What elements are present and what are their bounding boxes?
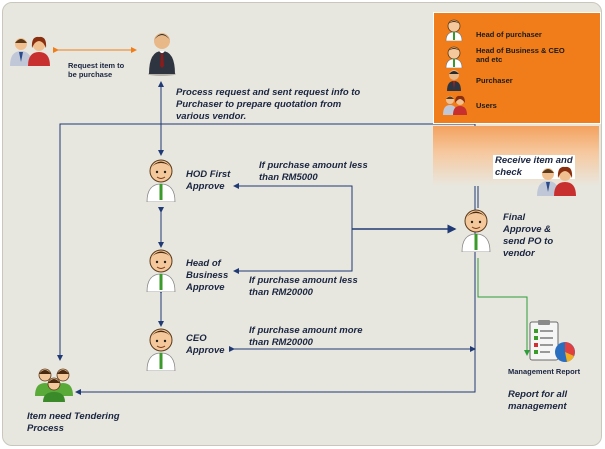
legend-label-purchaser: Purchaser — [476, 76, 513, 85]
ceo-icon — [146, 328, 176, 371]
ceo-label: CEO Approve — [186, 333, 225, 356]
condition-less-20000: If purchase amount less than RM20000 — [249, 275, 358, 298]
head-business-label: Head of Business Approve — [186, 258, 229, 293]
final-label: Final Approve & send PO to vendor — [503, 212, 554, 259]
management-report-icon — [529, 320, 575, 362]
legend-box: Head of purchaser Head of Business & CEO… — [433, 12, 601, 124]
report-label: Report for all management — [508, 389, 568, 412]
condition-more-20000: If purchase amount more than RM20000 — [249, 325, 363, 348]
request-label: Request item to be purchase — [68, 61, 125, 79]
process-label: Process request and sent request info to… — [176, 87, 361, 122]
users-icon — [443, 95, 467, 115]
head-of-business-node-icon — [146, 249, 176, 292]
users-receiver-icon — [537, 166, 576, 196]
head-of-business-icon — [445, 46, 463, 68]
final-approver-icon — [461, 209, 491, 252]
users-requester-icon — [10, 36, 50, 66]
legend-label-head-of-purchaser: Head of purchaser — [476, 30, 542, 39]
hod-icon — [146, 159, 176, 202]
purchaser-icon — [447, 70, 461, 91]
tender-group-icon — [35, 368, 73, 402]
rm20000-arrow — [233, 229, 353, 274]
purchaser-manager-icon — [148, 33, 176, 76]
tender-label: Item need Tendering Process — [27, 411, 120, 434]
legend-label-users: Users — [476, 101, 497, 110]
legend-label-head-of-business: Head of Business & CEO and etc — [476, 46, 565, 64]
hod-label: HOD First Approve — [186, 169, 231, 192]
to-report-arrow — [477, 258, 530, 356]
report-title: Management Report — [508, 367, 581, 376]
rm5000-arrow — [233, 183, 353, 229]
to-tender-arrow — [75, 362, 476, 395]
head-of-purchaser-icon — [445, 19, 463, 41]
condition-less-5000: If purchase amount less than RM5000 — [259, 160, 368, 183]
